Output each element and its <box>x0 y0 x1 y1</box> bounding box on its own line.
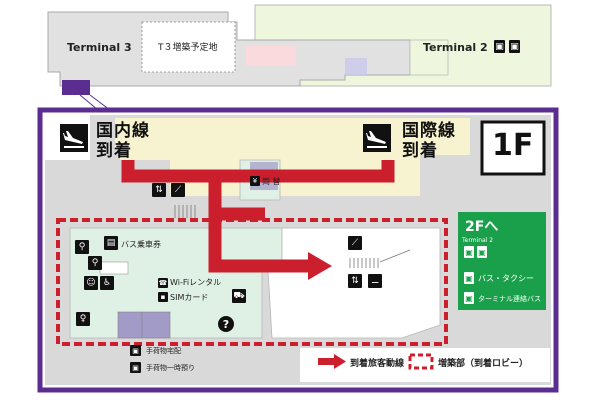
escalator-icon: ⟋ <box>348 236 362 250</box>
legend-arrowhead <box>334 354 346 369</box>
domestic-arrival-line2: 到着 <box>96 141 132 161</box>
legend-dashed-box <box>408 353 434 370</box>
taxi-icon: ▣ <box>477 246 487 258</box>
bus-taxi-label: バス・タクシー <box>478 274 534 283</box>
terminal3-marker <box>62 80 90 95</box>
t3-expansion-plot <box>141 21 236 73</box>
exchange-icon: ¥ <box>250 176 260 186</box>
bus-ticket-label: バス乗車券 <box>121 240 161 249</box>
domestic-arrival-line1: 国内線 <box>96 121 150 141</box>
international-arrival-line2: 到着 <box>402 141 438 161</box>
floor-label: 1F <box>492 128 534 163</box>
wifi-label: Wi-Fiレンタル <box>170 278 222 287</box>
bus-icon: ▣ <box>494 40 505 53</box>
sim-label: SIMカード <box>170 293 209 302</box>
airplane-landing-icon <box>363 124 391 152</box>
to-2f-title: 2Fへ <box>465 219 499 235</box>
airplane-landing-icon <box>60 124 88 152</box>
legend-arrow-bar <box>318 358 336 365</box>
to-2f-terminal2: Terminal 2 <box>462 237 494 244</box>
shuttle-bus-label: ターミナル連絡バス <box>478 295 541 303</box>
nursing-icon: ♀ <box>76 312 90 326</box>
taxi-icon: ▣ <box>509 40 520 53</box>
delivery-label: 手荷物宅配 <box>146 347 181 355</box>
phone-icon: ☎ <box>158 278 168 288</box>
legend-expansion-area: 増築部（到着ロビー） <box>438 359 529 369</box>
stairs <box>174 205 379 268</box>
bus-icon: ▣ <box>464 246 474 258</box>
luggage-icon: ▣ <box>130 362 141 373</box>
terminal3-label: Terminal 3 <box>67 41 132 54</box>
elevator-icon: ⇅ <box>152 183 166 197</box>
international-arrival-line1: 国際線 <box>402 121 456 141</box>
t3-expansion-label: T３増築予定地 <box>158 43 218 53</box>
legend-arrival-flow: 到着旅客動線 <box>350 359 405 369</box>
elevator-icon: ⇅ <box>348 274 362 288</box>
information-icon: ⛟ <box>232 289 246 303</box>
terminal2-label: Terminal 2 <box>423 41 488 54</box>
baby-icon: ☺ <box>84 276 98 290</box>
shuttle-bus-icon: ▣ <box>464 292 474 304</box>
arrival-flow-arrowhead <box>308 252 332 280</box>
restroom-icon: ⚲ <box>75 240 89 254</box>
bus-icon: ▣ <box>464 272 474 284</box>
wheelchair-icon: ♿ <box>100 276 114 290</box>
question-icon: ? <box>218 316 234 332</box>
expansion-area-border <box>56 218 448 346</box>
bus-icon: ▤ <box>104 236 118 250</box>
pink-block <box>246 46 296 66</box>
floor-box <box>480 120 546 176</box>
baggage-storage-label: 手荷物一時預り <box>146 364 195 372</box>
lift-label: 両 替 <box>262 177 281 186</box>
smoking-icon: ⚊ <box>368 274 382 288</box>
delivery-room <box>117 311 143 339</box>
sim-icon: ▪ <box>158 292 168 302</box>
escalator-icon: ⟋ <box>171 183 185 197</box>
restroom-icon: ⚲ <box>88 256 102 270</box>
luggage-icon: ▣ <box>130 345 141 356</box>
